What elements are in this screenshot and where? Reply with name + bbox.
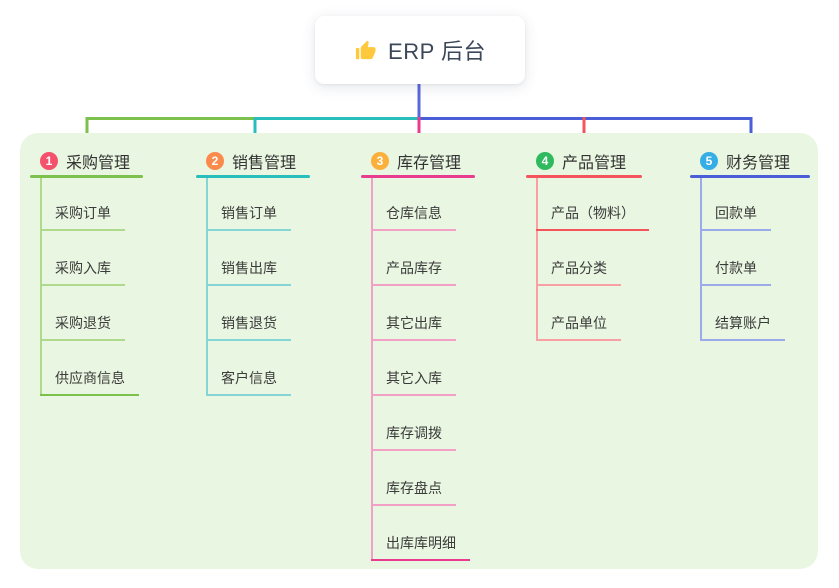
branch-underline <box>196 175 310 178</box>
child-node[interactable]: 其它入库 <box>371 368 456 396</box>
branch-product-management: 4 产品管理 产品（物料） 产品分类产品单位 <box>526 149 696 341</box>
child-node[interactable]: 出库库明细 <box>371 533 470 561</box>
badge-1: 1 <box>40 152 58 170</box>
branch-title-sales[interactable]: 2 销售管理 <box>196 149 366 173</box>
branch-underline <box>526 175 642 178</box>
branch-title-purchase[interactable]: 1 采购管理 <box>30 149 200 173</box>
root-node-label: ERP 后台 <box>388 39 486 64</box>
branch-title-finance[interactable]: 5 财务管理 <box>690 149 839 173</box>
badge-3: 3 <box>371 152 389 170</box>
badge-2: 2 <box>206 152 224 170</box>
child-node[interactable]: 供应商信息 <box>40 368 139 396</box>
badge-5: 5 <box>700 152 718 170</box>
branch-inventory-management: 3 库存管理 仓库信息产品库存其它出库其它入库库存调拨库存盘点出库库明细 <box>361 149 531 561</box>
branch-spine-line <box>206 178 208 396</box>
child-node[interactable]: 结算账户 <box>700 313 785 341</box>
child-node[interactable]: 采购订单 <box>40 203 125 231</box>
child-node[interactable]: 库存盘点 <box>371 478 456 506</box>
branch-sales-management: 2 销售管理 销售订单销售出库销售退货客户信息 <box>196 149 366 396</box>
branch-underline <box>30 175 143 178</box>
child-node[interactable]: 产品库存 <box>371 258 456 286</box>
branch-spine-line <box>371 178 373 561</box>
child-node[interactable]: 产品单位 <box>536 313 621 341</box>
child-node[interactable]: 采购入库 <box>40 258 125 286</box>
branch-spine-line <box>40 178 42 396</box>
branch-underline <box>690 175 810 178</box>
child-node[interactable]: 仓库信息 <box>371 203 456 231</box>
branch-spine-line <box>700 178 702 341</box>
child-node[interactable]: 客户信息 <box>206 368 291 396</box>
child-node[interactable]: 库存调拨 <box>371 423 456 451</box>
branch-label: 采购管理 <box>66 155 131 172</box>
branch-title-inventory[interactable]: 3 库存管理 <box>361 149 531 173</box>
branch-purchase-management: 1 采购管理 采购订单采购入库采购退货供应商信息 <box>30 149 200 396</box>
branch-spine-line <box>536 178 538 341</box>
branch-label: 产品管理 <box>562 155 627 172</box>
child-node[interactable]: 采购退货 <box>40 313 125 341</box>
child-node[interactable]: 销售订单 <box>206 203 291 231</box>
branch-finance-management: 5 财务管理 回款单付款单结算账户 <box>690 149 839 341</box>
branches-panel <box>20 133 818 569</box>
branch-label: 财务管理 <box>726 155 791 172</box>
branch-label: 销售管理 <box>232 155 297 172</box>
thumbs-up-icon <box>355 40 376 59</box>
child-node[interactable]: 回款单 <box>700 203 771 231</box>
root-node-erp[interactable]: ERP 后台 <box>315 16 525 84</box>
branch-title-product[interactable]: 4 产品管理 <box>526 149 696 173</box>
child-node[interactable]: 销售退货 <box>206 313 291 341</box>
branch-label: 库存管理 <box>397 155 462 172</box>
badge-4: 4 <box>536 152 554 170</box>
branch-underline <box>361 175 475 178</box>
child-node[interactable]: 销售出库 <box>206 258 291 286</box>
child-node[interactable]: 产品分类 <box>536 258 621 286</box>
child-node[interactable]: 产品（物料） <box>536 203 649 231</box>
child-node[interactable]: 付款单 <box>700 258 771 286</box>
child-node[interactable]: 其它出库 <box>371 313 456 341</box>
